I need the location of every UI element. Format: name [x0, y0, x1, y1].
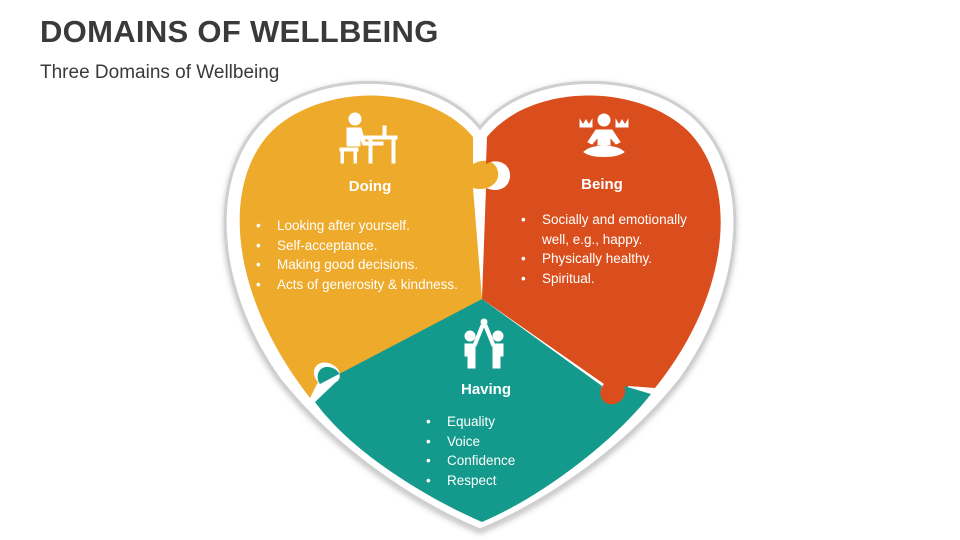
being-list: Socially and emotionally well, e.g., hap…	[518, 210, 708, 288]
having-title-block: Having	[436, 381, 536, 398]
meditation-icon	[579, 113, 629, 157]
list-item: Spiritual.	[518, 269, 708, 289]
doing-list: Looking after yourself. Self-acceptance.…	[253, 216, 463, 294]
list-item: Physically healthy.	[518, 249, 708, 269]
list-item: Acts of generosity & kindness.	[253, 275, 463, 295]
list-item: Voice	[423, 432, 563, 452]
having-piece	[315, 299, 651, 522]
doing-title-block: Doing	[320, 178, 420, 195]
having-title: Having	[460, 381, 511, 398]
list-item: Self-acceptance.	[253, 236, 463, 256]
being-title-block: Being	[552, 176, 652, 193]
list-item: Respect	[423, 471, 563, 491]
page-subtitle: Three Domains of Wellbeing	[40, 62, 280, 83]
being-list-block: Socially and emotionally well, e.g., hap…	[518, 210, 708, 288]
page-title: DOMAINS OF WELLBEING	[40, 14, 439, 49]
list-item: Socially and emotionally well, e.g., hap…	[518, 210, 708, 249]
person-at-desk-icon	[339, 112, 398, 164]
being-title: Being	[581, 176, 623, 193]
list-item: Making good decisions.	[253, 255, 463, 275]
list-item: Confidence	[423, 451, 563, 471]
doing-list-block: Looking after yourself. Self-acceptance.…	[253, 216, 463, 294]
list-item: Equality	[423, 412, 563, 432]
having-list-block: Equality Voice Confidence Respect	[423, 412, 563, 490]
doing-title: Doing	[348, 178, 392, 195]
having-list: Equality Voice Confidence Respect	[423, 412, 563, 490]
high-five-icon	[464, 318, 504, 369]
list-item: Looking after yourself.	[253, 216, 463, 236]
